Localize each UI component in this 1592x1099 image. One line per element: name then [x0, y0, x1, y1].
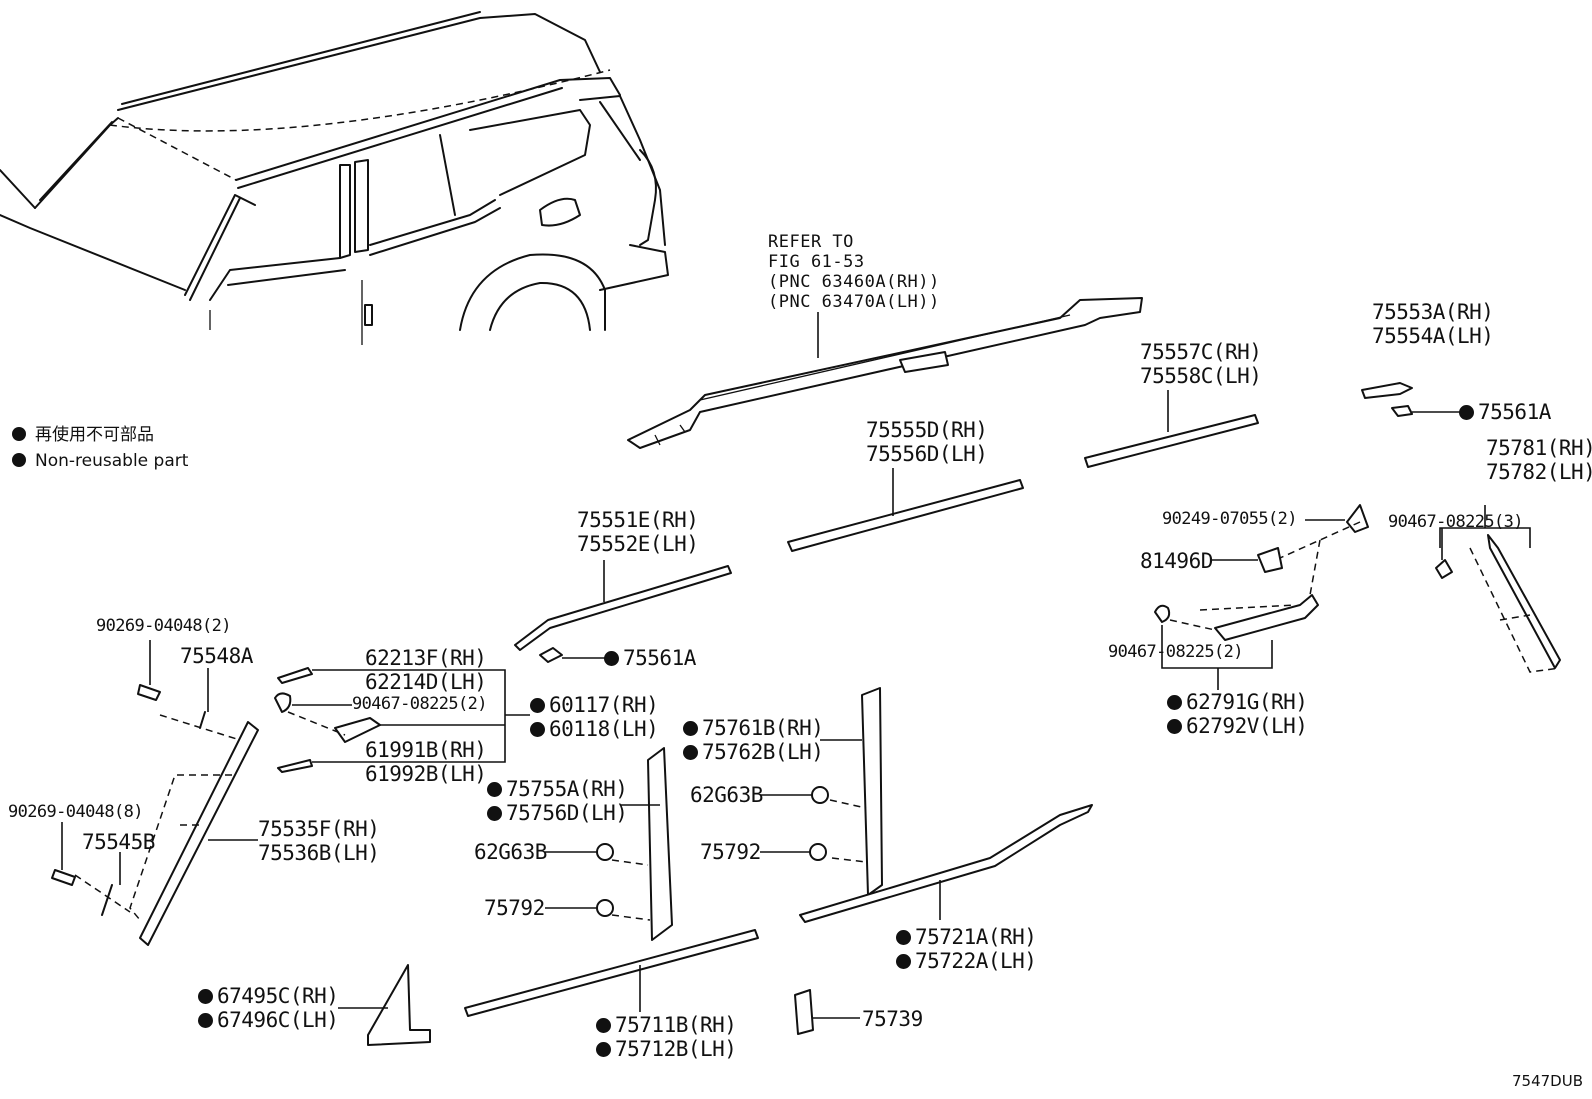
part-label: 75781(RH): [1486, 436, 1592, 460]
legend: 再使用不可部品 Non-reusable part: [12, 422, 188, 474]
part-label: 75555D(RH): [866, 418, 988, 442]
molding-75721: [799, 804, 1093, 923]
part-label: 90467-08225(2): [352, 694, 487, 714]
pillar-75535: [139, 721, 259, 946]
part-label: 62214D(LH): [365, 670, 487, 694]
part-label: 75556D(LH): [866, 442, 988, 466]
part-75553: [1361, 382, 1413, 417]
part-label: 62213F(RH): [365, 646, 487, 670]
part-label: 75792: [700, 840, 761, 864]
part-label: 75792: [484, 896, 545, 920]
part-label: 75561A: [1459, 400, 1551, 424]
part-label: 75739: [862, 1007, 923, 1031]
part-67495: [367, 964, 431, 1046]
part-label: 75722A(LH): [896, 949, 1037, 973]
part-label: 62792V(LH): [1167, 714, 1308, 738]
part-label: 62G63B: [690, 783, 763, 807]
part-label: 75561A: [604, 646, 696, 670]
molding-75557: [1084, 414, 1259, 468]
part-label: 75535F(RH): [258, 817, 380, 841]
part-62213: [277, 667, 313, 684]
clip-90467-3: [1435, 559, 1453, 579]
clip-90269-2: [137, 684, 161, 701]
legend-jp: 再使用不可部品: [12, 422, 188, 448]
part-label: 90249-07055(2): [1162, 509, 1297, 529]
figure-code: 7547DUB: [1512, 1072, 1583, 1090]
part-label: 60118(LH): [530, 717, 659, 741]
part-label: 75558C(LH): [1140, 364, 1262, 388]
roof-rail-part: [627, 297, 1143, 449]
dot-icon: [12, 427, 26, 441]
clip-90467-2l: [274, 692, 292, 713]
part-label: 61991B(RH): [365, 738, 487, 762]
part-label: 60117(RH): [530, 693, 659, 717]
part-label: 90269-04048(2): [96, 616, 231, 636]
legend-en: Non-reusable part: [12, 448, 188, 474]
part-label: 75756D(LH): [487, 801, 628, 825]
part-62791: [1154, 504, 1369, 641]
part-label: 75552E(LH): [577, 532, 699, 556]
clip-90269-8: [51, 869, 76, 886]
part-label: 75711B(RH): [596, 1013, 737, 1037]
part-label: 75548A: [180, 644, 253, 668]
part-label: 75712B(LH): [596, 1037, 737, 1061]
part-label: 75554A(LH): [1372, 324, 1494, 348]
pillar-75755: [647, 747, 673, 941]
part-label: 75755A(RH): [487, 777, 628, 801]
part-label: 75557C(RH): [1140, 340, 1262, 364]
part-label: 61992B(LH): [365, 762, 487, 786]
pillar-75781: [1487, 534, 1561, 669]
molding-75551: [514, 565, 732, 651]
part-label: 81496D: [1140, 549, 1213, 573]
part-label: 67496C(LH): [198, 1008, 339, 1032]
part-label: 90269-04048(8): [8, 802, 143, 822]
part-label: 75782(LH): [1486, 460, 1592, 484]
part-label: 62G63B: [474, 840, 547, 864]
molding-75555: [787, 479, 1024, 552]
vehicle-outline: [0, 11, 669, 345]
dot-icon: [12, 453, 26, 467]
part-75739: [794, 989, 814, 1035]
part-label: 75553A(RH): [1372, 300, 1494, 324]
part-label: 90467-08225(2): [1108, 642, 1243, 662]
part-label: 75721A(RH): [896, 925, 1037, 949]
part-label: 75545B: [82, 830, 155, 854]
part-label: 75536B(LH): [258, 841, 380, 865]
part-label: 75761B(RH): [683, 716, 824, 740]
molding-75711: [464, 929, 759, 1017]
part-label: 75551E(RH): [577, 508, 699, 532]
part-label: 75762B(LH): [683, 740, 824, 764]
part-label: 62791G(RH): [1167, 690, 1308, 714]
part-label: 67495C(RH): [198, 984, 339, 1008]
pillar-75761: [861, 687, 883, 896]
refer-note: REFER TO FIG 61-53 (PNC 63460A(RH)) (PNC…: [768, 232, 940, 312]
part-label: 90467-08225(3): [1388, 512, 1523, 532]
clip-75561: [539, 647, 563, 663]
